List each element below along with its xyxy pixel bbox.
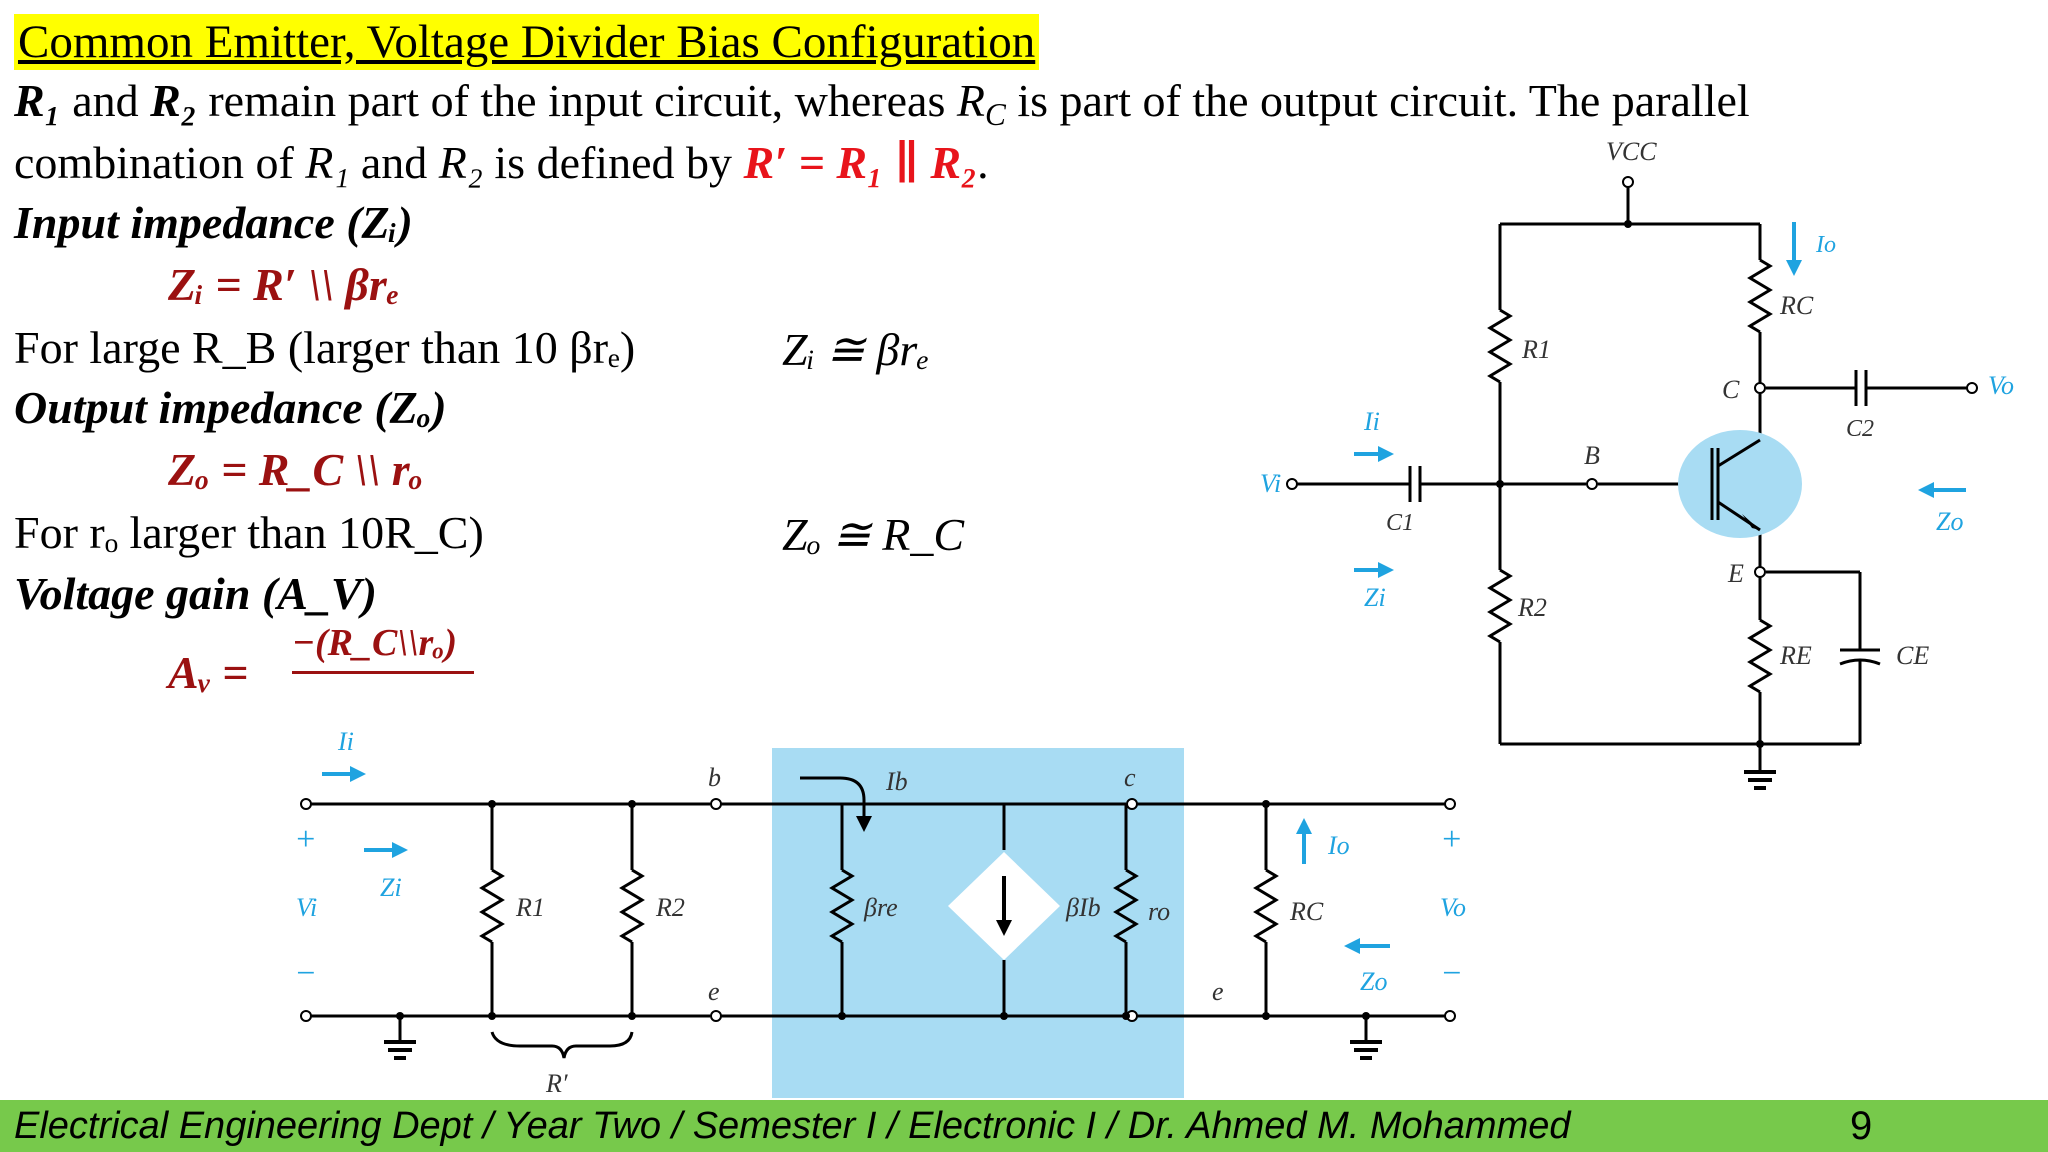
label-rc-top: RC	[1779, 291, 1814, 320]
eq-label-zo: Zo	[1360, 967, 1387, 996]
label-r2-top: R2	[1517, 593, 1547, 622]
label-io-top: Io	[1815, 232, 1836, 258]
rc-subscript: C	[984, 96, 1006, 132]
voltage-divider-circuit: VCC Io RC R1 C C2 Vo Ii B Vi C1 Zo E Zi …	[1260, 137, 2014, 790]
voltage-gain-heading: Voltage gain (A_V)	[14, 568, 377, 619]
label-vi-top: Vi	[1260, 469, 1281, 498]
intro-line-2: combination of R₁ and R₂ is defined by R…	[14, 135, 989, 191]
output-impedance-heading: Output impedance (Zₒ)	[14, 382, 447, 433]
eq-label-r2: R2	[655, 893, 685, 922]
eq-minus-in: −	[294, 955, 317, 992]
r2-symbol-b: R₂	[438, 137, 483, 188]
footer-bar	[0, 1100, 2048, 1152]
page-number: 9	[1850, 1104, 1873, 1148]
slide-title: Common Emitter, Voltage Divider Bias Con…	[14, 14, 1040, 70]
intro-line-1: R₁ and R₂ remain part of the input circu…	[14, 73, 1750, 143]
eq-label-ii: Ii	[337, 727, 354, 756]
av-numerator: −(R_C\\rₒ)	[292, 622, 458, 664]
intro-text-1: remain part of the input circuit, wherea…	[196, 75, 957, 126]
eq-label-vo: Vo	[1440, 893, 1466, 922]
eq-label-b: b	[708, 763, 721, 792]
eq-label-io: Io	[1327, 831, 1350, 860]
eq-label-zi: Zi	[380, 873, 402, 902]
intro-text-4: is defined by	[482, 137, 744, 188]
eq-label-e2: e	[1212, 977, 1224, 1006]
label-r1-top: R1	[1521, 335, 1551, 364]
zo-condition: For rₒ larger than 10R_C)	[14, 507, 484, 558]
eq-plus-in: +	[294, 821, 317, 858]
label-vo-top: Vo	[1988, 371, 2014, 400]
label-ce: CE	[1896, 641, 1929, 670]
zi-formula: Zᵢ = R′ \\ βrₑ	[168, 259, 400, 310]
label-zi-top: Zi	[1364, 583, 1386, 612]
eq-label-rprime: R′	[545, 1069, 568, 1098]
intro-text-2: is part of the output circuit. The paral…	[1005, 75, 1750, 126]
av-fraction-bar	[292, 671, 474, 674]
zo-approx: Zₒ ≅ R_C	[782, 509, 965, 560]
intro-text-3: combination of	[14, 137, 306, 188]
eq-label-e1: e	[708, 977, 720, 1006]
label-e-top: E	[1727, 559, 1744, 588]
eq-label-rc: RC	[1289, 897, 1324, 926]
r1-symbol-b: R₁	[305, 137, 350, 188]
av-lhs: Aᵥ =	[168, 647, 249, 698]
label-c1: C1	[1386, 510, 1414, 536]
label-c-top: C	[1722, 375, 1740, 404]
label-b-top: B	[1584, 441, 1600, 470]
eq-label-r1: R1	[515, 893, 545, 922]
eq-plus-out: +	[1440, 821, 1463, 858]
and-text-2: and	[349, 137, 439, 188]
eq-label-bib: βIb	[1065, 893, 1101, 922]
eq-label-bre: βre	[863, 893, 898, 922]
eq-label-ib: Ib	[885, 767, 908, 796]
zo-formula: Zₒ = R_C \\ rₒ	[168, 444, 424, 495]
zi-condition: For large R_B (larger than 10 βrₑ)	[14, 322, 636, 373]
label-ii-top: Ii	[1363, 407, 1380, 436]
r1-symbol: R₁	[14, 75, 61, 126]
eq-label-ro: ro	[1148, 897, 1170, 926]
period: .	[977, 137, 989, 188]
label-zo-top: Zo	[1936, 507, 1963, 536]
eq-minus-out: −	[1440, 955, 1463, 992]
r2-symbol: R₂	[150, 75, 197, 126]
label-re: RE	[1779, 641, 1812, 670]
eq-label-c: c	[1124, 763, 1136, 792]
footer-text: Electrical Engineering Dept / Year Two /…	[14, 1105, 1571, 1147]
zi-approx: Zᵢ ≅ βrₑ	[782, 324, 930, 375]
re-equivalent-circuit: Ii b Ib c + Zi Vi R1 R2 βre βIb ro Io RC…	[294, 727, 1466, 1098]
label-c2: C2	[1846, 416, 1874, 442]
input-impedance-heading: Input impedance (Zᵢ)	[14, 197, 413, 248]
and-text: and	[60, 75, 151, 126]
rc-symbol: R	[956, 75, 985, 126]
eq-label-vi: Vi	[296, 893, 317, 922]
label-vcc: VCC	[1606, 137, 1657, 166]
rprime-formula: R′ = R₁ ∥ R₂	[743, 137, 978, 188]
